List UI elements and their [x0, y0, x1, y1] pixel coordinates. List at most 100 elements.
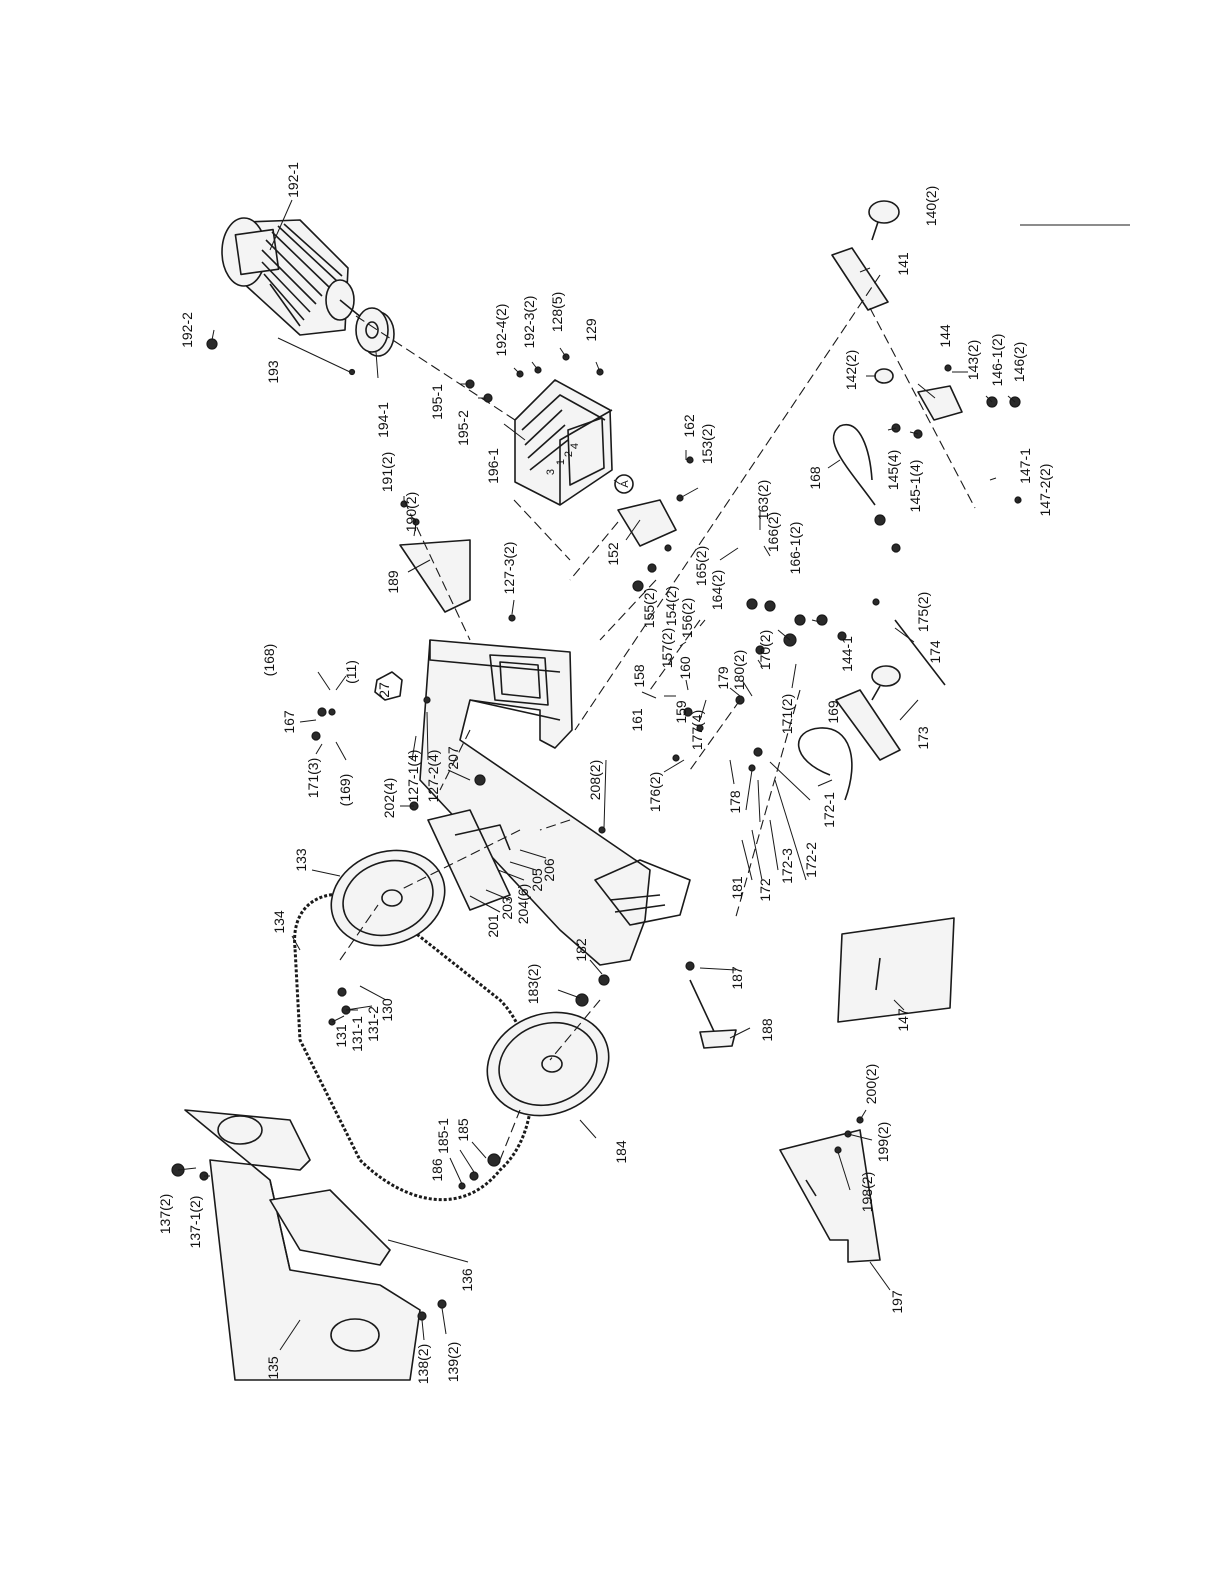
- callout-192-3: 192-3(2): [521, 296, 537, 349]
- plate-147: [837, 917, 955, 1023]
- callout-171-2: 171(2): [779, 694, 795, 734]
- callout-192-1: 192-1: [285, 162, 301, 198]
- gearbox: [514, 379, 613, 506]
- callout-labels: 192-1 192-2 193 194-1 195-1 195-2 192-4(…: [157, 162, 1053, 1384]
- callout-161: 161: [629, 708, 645, 732]
- handle-188: [689, 979, 737, 1049]
- callout-127-1: 127-1(4): [405, 750, 421, 803]
- saw-frame: [419, 639, 691, 966]
- callout-194-1: 194-1: [375, 402, 391, 438]
- reference-letter-a: A: [619, 480, 631, 488]
- callout-206: 206: [541, 858, 557, 882]
- callout-203: 203: [499, 896, 515, 920]
- knob-140: [868, 200, 900, 241]
- callout-167: 167: [281, 710, 297, 734]
- callout-201: 201: [485, 914, 501, 938]
- coolant-hose-168: [832, 423, 876, 506]
- callout-131-1: 131-1: [349, 1016, 365, 1052]
- callout-199: 199(2): [875, 1122, 891, 1162]
- callout-192-4: 192-4(2): [493, 304, 509, 357]
- callout-134: 134: [271, 910, 287, 934]
- callout-175: 175(2): [915, 592, 931, 632]
- callout-184: 184: [613, 1140, 629, 1164]
- callout-133: 133: [293, 848, 309, 872]
- callout-11-ref: (11): [343, 660, 359, 684]
- callout-169-ref: (169): [337, 774, 353, 807]
- callout-146: 146(2): [1011, 342, 1027, 382]
- callout-127-2: 127-2(4): [425, 750, 441, 803]
- guide-bracket-144: [917, 385, 963, 421]
- callout-185: 185: [455, 1118, 471, 1142]
- callout-208: 208(2): [587, 760, 603, 800]
- callout-172-1: 172-1: [821, 792, 837, 828]
- callout-163: 163(2): [755, 480, 771, 520]
- gearbox-mark-4: 4: [569, 443, 581, 449]
- callout-177: 177(4): [689, 710, 705, 750]
- callout-193: 193: [265, 360, 281, 384]
- coolant-hose-169: [797, 727, 853, 801]
- callout-139: 139(2): [445, 1342, 461, 1382]
- callout-135: 135: [265, 1356, 281, 1380]
- reference-circle-a: [614, 474, 634, 494]
- callout-152: 152: [605, 542, 621, 566]
- callout-145: 145(4): [885, 450, 901, 490]
- motor: [221, 217, 363, 336]
- callout-145-1: 145-1(4): [907, 460, 923, 513]
- callout-185-1: 185-1: [435, 1118, 451, 1154]
- fasteners: [171, 338, 1022, 1321]
- callout-172-2: 172-2: [803, 842, 819, 878]
- callout-166: 166(2): [765, 512, 781, 552]
- wheel-cover: [184, 1109, 421, 1381]
- callout-196-1: 196-1: [485, 448, 501, 484]
- callout-158: 158: [631, 664, 647, 688]
- callout-189: 189: [385, 570, 401, 594]
- bearing-142: [874, 368, 894, 384]
- callout-156: 156(2): [679, 598, 695, 638]
- callout-142: 142(2): [843, 350, 859, 390]
- callout-172-3: 172-3: [779, 848, 795, 884]
- callout-154: 154(2): [663, 586, 679, 626]
- callout-147-1: 147-1: [1017, 448, 1033, 484]
- vise-201: [427, 809, 511, 911]
- callout-192-2: 192-2: [179, 312, 195, 348]
- callout-147: 147: [895, 1008, 911, 1032]
- callout-138: 138(2): [415, 1344, 431, 1384]
- callout-127-3: 127-3(2): [501, 542, 517, 595]
- callout-176: 176(2): [647, 772, 663, 812]
- callout-174: 174: [927, 640, 943, 664]
- callout-207: 207: [445, 746, 461, 770]
- callout-143: 143(2): [965, 340, 981, 380]
- callout-137-1: 137-1(2): [187, 1196, 203, 1249]
- callout-169: 169: [825, 700, 841, 724]
- blade-guide-arm-173: [835, 689, 901, 761]
- callout-195-1: 195-1: [429, 384, 445, 420]
- callout-178: 178: [727, 790, 743, 814]
- wheel-184: [486, 1011, 610, 1117]
- gearbox-mark-3: 3: [545, 469, 557, 475]
- rod-174: [894, 619, 946, 686]
- callout-181: 181: [729, 876, 745, 900]
- callout-160: 160: [677, 656, 693, 680]
- motor-pulley: [355, 307, 395, 357]
- blade-guide-arm-141: [831, 247, 889, 311]
- gearbox-mark-1: 1: [555, 459, 567, 465]
- leader-lines: [177, 199, 1130, 1351]
- callout-140: 140(2): [923, 186, 939, 226]
- plate-197: [779, 1129, 881, 1263]
- callout-202: 202(4): [381, 778, 397, 818]
- callout-155: 155(2): [641, 588, 657, 628]
- callout-137: 137(2): [157, 1194, 173, 1234]
- callout-162: 162: [681, 414, 697, 438]
- callout-182: 182: [573, 938, 589, 962]
- callout-190: 190(2): [403, 492, 419, 532]
- callout-157: 157(2): [659, 628, 675, 668]
- callout-188: 188: [759, 1018, 775, 1042]
- callout-146-1: 146-1(2): [989, 334, 1005, 387]
- callout-173: 173: [915, 726, 931, 750]
- callout-197: 197: [889, 1290, 905, 1314]
- callout-144-1: 144-1: [839, 636, 855, 672]
- callout-27: 27: [376, 682, 392, 698]
- callout-198: 198(2): [859, 1172, 875, 1212]
- callout-166-1: 166-1(2): [787, 522, 803, 575]
- callout-159: 159: [673, 700, 689, 724]
